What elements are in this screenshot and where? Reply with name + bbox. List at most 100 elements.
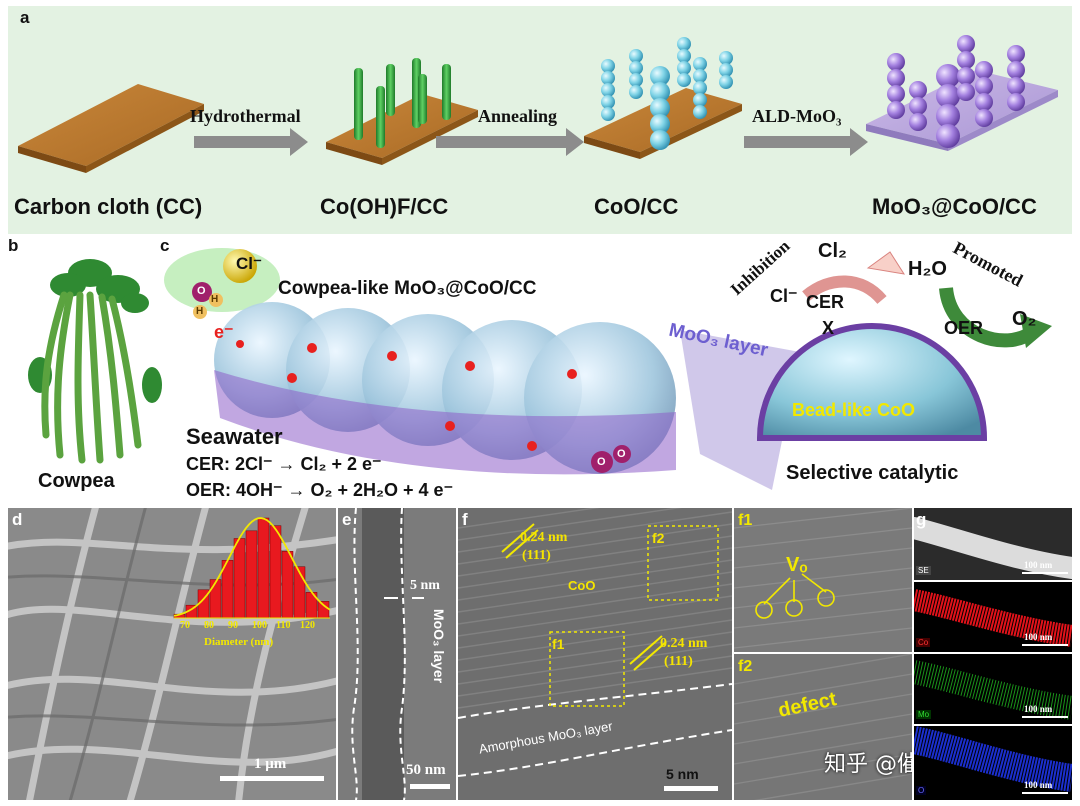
cl-minus-label: Cl⁻ <box>770 286 798 306</box>
panel-d-letter: d <box>12 510 23 529</box>
panel-c-title: Cowpea-like MoO₃@CoO/CC <box>278 278 537 299</box>
histogram-bar <box>245 530 258 619</box>
scalebar-g-mo: 100 nm <box>1024 704 1053 714</box>
tem-image-panel-e: e 5 nm MoO₃ layer 50 nm <box>338 508 456 800</box>
x-mark: X <box>822 318 835 338</box>
plane-1: (111) <box>522 548 551 563</box>
scalebar-f <box>664 786 718 791</box>
map-label-se: SE <box>916 566 931 575</box>
eds-map-mo: Mo 100 nm <box>914 654 1072 724</box>
sem-image-panel-d: d 70 80 90 100 110 120 Diameter (nm) 1 μm <box>8 508 336 800</box>
h2o-label: H₂O <box>908 258 947 280</box>
scalebar-g-o: 100 nm <box>1024 780 1053 790</box>
cowpea-mechanism-diagram <box>164 248 1052 490</box>
oer-equation: OER: 4OH⁻ → O₂ + 2H₂O + 4 e⁻ <box>186 480 454 500</box>
histogram-bar <box>317 601 330 619</box>
panel-g-letter: g <box>916 510 927 529</box>
panel-b-letter: b <box>8 236 19 255</box>
histogram-tick-label: 80 <box>204 620 214 631</box>
oxygen-vacancy-label: Vₒ <box>786 554 808 576</box>
scalebar-g-co: 100 nm <box>1024 632 1053 642</box>
eds-map-co: Co 100 nm <box>914 582 1072 652</box>
eds-mapping-panel-g: g SE 100 nm Co 100 nm Mo 100 nm O 100 nm <box>914 508 1072 800</box>
histogram-bar <box>257 517 270 619</box>
histogram-tick-label: 110 <box>276 620 291 631</box>
label-carbon-cloth: Carbon cloth (CC) <box>14 194 203 219</box>
histogram-tick-labels: 70 80 90 100 110 120 <box>160 620 336 636</box>
histogram-bar <box>233 538 246 619</box>
arrow-annealing <box>436 128 584 156</box>
d-spacing-1: 0.24 nm <box>520 530 568 545</box>
eds-map-se: g SE 100 nm <box>914 508 1072 580</box>
histogram-bar <box>281 551 294 619</box>
d-spacing-2: 0.24 nm <box>660 636 708 651</box>
label-coo-cc: CoO/CC <box>594 194 679 219</box>
box-f2-label: f2 <box>652 530 665 546</box>
eds-map-o: O 100 nm <box>914 726 1072 800</box>
arrow-ald <box>744 128 868 156</box>
histogram-tick-label: 120 <box>300 620 315 631</box>
cl2-label: Cl₂ <box>818 240 847 262</box>
map-label-mo: Mo <box>916 710 932 719</box>
panel-a: a <box>8 6 1072 234</box>
arrow-label-ald: ALD-MoO₃ <box>752 106 842 126</box>
cowpea-illustration <box>28 259 162 464</box>
arrow-label-annealing: Annealing <box>478 106 558 126</box>
seawater-label: Seawater <box>186 424 283 449</box>
scalebar-g-se: 100 nm <box>1024 560 1053 570</box>
scalebar-d <box>220 776 324 781</box>
arrow-hydrothermal <box>194 128 308 156</box>
panel-f2-label: f2 <box>738 658 753 675</box>
atom-h-label-1: H <box>211 294 219 305</box>
hrtem-image-panel-f: f 0.24 nm (111) CoO f2 f1 0.24 nm (111) … <box>458 508 732 800</box>
cer-equation: CER: 2Cl⁻ → Cl₂ + 2 e⁻ <box>186 454 382 474</box>
carbon-cloth-substrate <box>18 84 204 173</box>
histogram-fit-curve <box>173 517 331 617</box>
diameter-histogram <box>173 517 331 619</box>
thickness-label: 5 nm <box>410 578 440 593</box>
label-moo3-coo-cc: MoO₃@CoO/CC <box>872 194 1037 219</box>
o2-label: O₂ <box>1012 308 1037 330</box>
histogram-tick-label: 100 <box>252 620 267 631</box>
panel-f1-label: f1 <box>738 512 753 529</box>
panel-a-letter: a <box>20 8 30 27</box>
hrtem-panel-f2: f2 defect 知乎 @催化视界 <box>734 654 912 800</box>
atom-o-label-2: O <box>597 456 606 468</box>
scalebar-d-label: 1 μm <box>254 756 287 772</box>
atom-o-label: O <box>197 285 206 297</box>
arrow-label-hydrothermal: Hydrothermal <box>190 106 301 126</box>
atom-o-label-3: O <box>617 448 626 460</box>
map-label-co: Co <box>916 638 931 647</box>
oer-label: OER <box>944 318 984 338</box>
panel-e-letter: e <box>342 510 352 529</box>
label-cohf-cc: Co(OH)F/CC <box>320 194 449 219</box>
scalebar-e-label: 50 nm <box>406 762 446 778</box>
moo3-layer-rotated: MoO₃ layer <box>431 608 448 684</box>
nanowire-rods <box>354 58 451 148</box>
bead-coo-label: Bead-like CoO <box>792 400 916 420</box>
panel-f-letter: f <box>462 510 468 529</box>
chloride-label: Cl⁻ <box>236 254 262 273</box>
coo-label: CoO <box>568 578 596 593</box>
cohf-cc-substrate <box>326 94 478 165</box>
box-f1-label: f1 <box>552 636 565 652</box>
histogram-xlabel: Diameter (nm) <box>204 636 274 648</box>
panel-c-letter: c <box>160 236 170 255</box>
moo3-bead-chains <box>887 35 1025 148</box>
label-cowpea: Cowpea <box>38 470 115 492</box>
atom-h-label-2: H <box>196 306 204 317</box>
scalebar-e <box>410 784 450 789</box>
cer-label: CER <box>806 292 845 312</box>
histogram-bar <box>293 566 306 619</box>
histogram-tick-label: 90 <box>228 620 238 631</box>
selective-label: Selective catalytic <box>786 462 959 484</box>
hrtem-panel-f1: f1 Vₒ <box>734 508 912 652</box>
synthesis-schematic <box>18 35 1058 173</box>
histogram-bar <box>269 525 282 619</box>
coo-bead-chains <box>601 37 733 150</box>
electron-label: e⁻ <box>214 322 234 342</box>
map-label-o: O <box>916 786 927 795</box>
histogram-bar <box>209 579 222 619</box>
watermark: 知乎 @催化视界 <box>824 752 912 777</box>
histogram-tick-label: 70 <box>180 620 190 631</box>
